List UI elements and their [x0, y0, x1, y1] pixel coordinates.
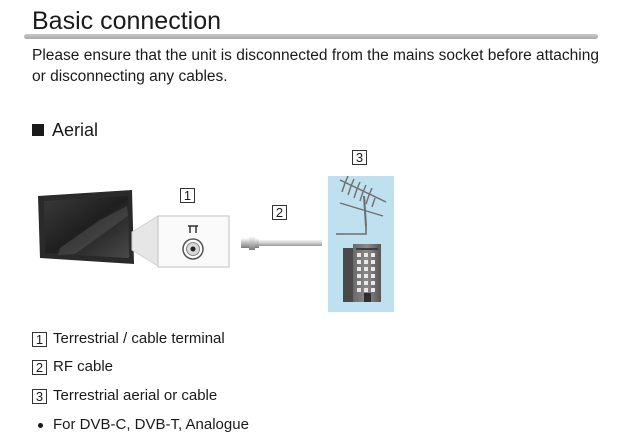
legend-number-3: 3	[32, 388, 47, 404]
page-title: Basic connection	[32, 7, 222, 35]
building-windows	[346, 252, 380, 300]
note-item: For DVB-C, DVB-T, Analogue	[38, 416, 249, 434]
legend-item-3: 3 Terrestrial aerial or cable	[32, 387, 217, 405]
legend-number-2: 2	[32, 359, 47, 375]
intro-text: Please ensure that the unit is disconnec…	[32, 47, 599, 85]
diagram-label-2: 2	[272, 205, 287, 220]
legend-text-3: Terrestrial aerial or cable	[53, 387, 218, 404]
section-heading-aerial: Aerial	[32, 119, 98, 141]
legend-number-1: 1	[32, 331, 47, 347]
square-bullet	[32, 124, 44, 136]
legend-text-2: RF cable	[53, 358, 114, 375]
legend-text-1: Terrestrial / cable terminal	[53, 330, 225, 347]
aerial-terminal-icon	[131, 215, 230, 268]
section-heading-label: Aerial	[52, 120, 99, 140]
diagram-label-3: 3	[352, 150, 367, 165]
diagram-label-1: 1	[180, 188, 195, 203]
legend-item-1: 1 Terrestrial / cable terminal	[32, 330, 225, 348]
note-text: For DVB-C, DVB-T, Analogue	[53, 416, 249, 433]
rf-cable-icon	[241, 236, 322, 250]
antenna-icon	[336, 175, 387, 235]
note-bullet	[38, 422, 43, 428]
tv-icon	[38, 190, 134, 264]
legend-item-2: 2 RF cable	[32, 358, 113, 376]
title-rule	[24, 34, 598, 39]
